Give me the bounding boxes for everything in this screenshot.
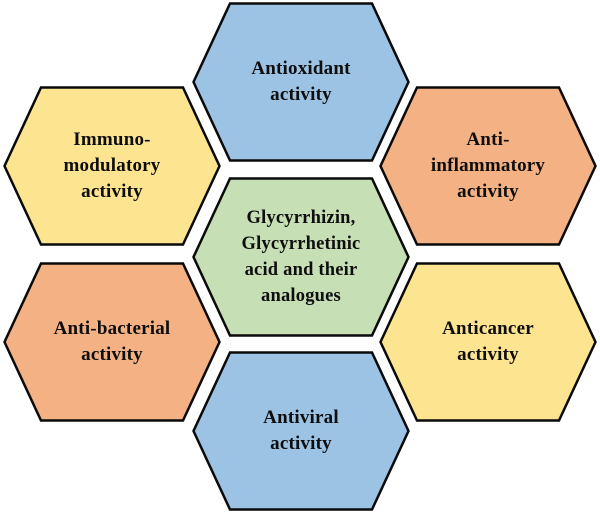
label-line: Anti-bacterial <box>53 318 171 339</box>
hexagon-antiviral-polygon <box>192 351 410 511</box>
hexagon-anticancer: Anticancer activity <box>379 262 597 422</box>
hexagon-antiviral-shape <box>192 351 410 511</box>
hexagon-antiviral: Antiviral activity <box>192 351 410 511</box>
hexagon-anti-inflammatory-label: Anti- inflammatory activity <box>379 86 597 246</box>
hexagon-core-compounds: Glycyrrhizin, Glycyrrhetinic acid and th… <box>192 177 410 337</box>
label-line: Immuno- <box>73 129 151 150</box>
label-line: activity <box>457 344 519 365</box>
hexagon-antibacterial-polygon <box>3 262 221 422</box>
label-line: analogues <box>261 286 341 306</box>
hexagon-antioxidant-polygon <box>192 2 410 162</box>
label-line: modulatory <box>63 155 161 176</box>
hexagon-anti-inflammatory: Anti- inflammatory activity <box>379 86 597 246</box>
hexagon-immunomodulatory: Immuno- modulatory activity <box>3 86 221 246</box>
label-line: inflammatory <box>430 155 546 176</box>
hexagon-antibacterial-shape <box>3 262 221 422</box>
label-line: activity <box>270 84 332 105</box>
hexagon-immunomodulatory-shape <box>3 86 221 246</box>
label-line: Anti- <box>466 129 510 150</box>
label-line: Glycyrrhetinic <box>241 234 361 254</box>
label-line: Antioxidant <box>251 58 351 79</box>
hexagon-immunomodulatory-polygon <box>3 86 221 246</box>
hexagon-core-compounds-polygon <box>192 177 410 337</box>
hexagon-anticancer-shape <box>379 262 597 422</box>
hexagon-anti-inflammatory-polygon <box>379 86 597 246</box>
hexagon-core-compounds-label: Glycyrrhizin, Glycyrrhetinic acid and th… <box>192 177 410 337</box>
label-line: activity <box>81 344 143 365</box>
label-line: activity <box>457 181 519 202</box>
hexagon-antioxidant-shape <box>192 2 410 162</box>
hexagon-antioxidant: Antioxidant activity <box>192 2 410 162</box>
hexagon-core-compounds-shape <box>192 177 410 337</box>
label-line: Glycyrrhizin, <box>246 208 356 228</box>
hexagon-antibacterial: Anti-bacterial activity <box>3 262 221 422</box>
hexagon-anticancer-polygon <box>379 262 597 422</box>
hexagon-antibacterial-label: Anti-bacterial activity <box>3 262 221 422</box>
label-line: activity <box>81 181 143 202</box>
hexagon-anti-inflammatory-shape <box>379 86 597 246</box>
hexagon-antiviral-label: Antiviral activity <box>192 351 410 511</box>
label-line: activity <box>270 433 332 454</box>
label-line: acid and their <box>244 260 358 280</box>
hexagon-immunomodulatory-label: Immuno- modulatory activity <box>3 86 221 246</box>
label-line: Antiviral <box>263 407 339 428</box>
hexagon-antioxidant-label: Antioxidant activity <box>192 2 410 162</box>
label-line: Anticancer <box>442 318 534 339</box>
hexagon-anticancer-label: Anticancer activity <box>379 262 597 422</box>
